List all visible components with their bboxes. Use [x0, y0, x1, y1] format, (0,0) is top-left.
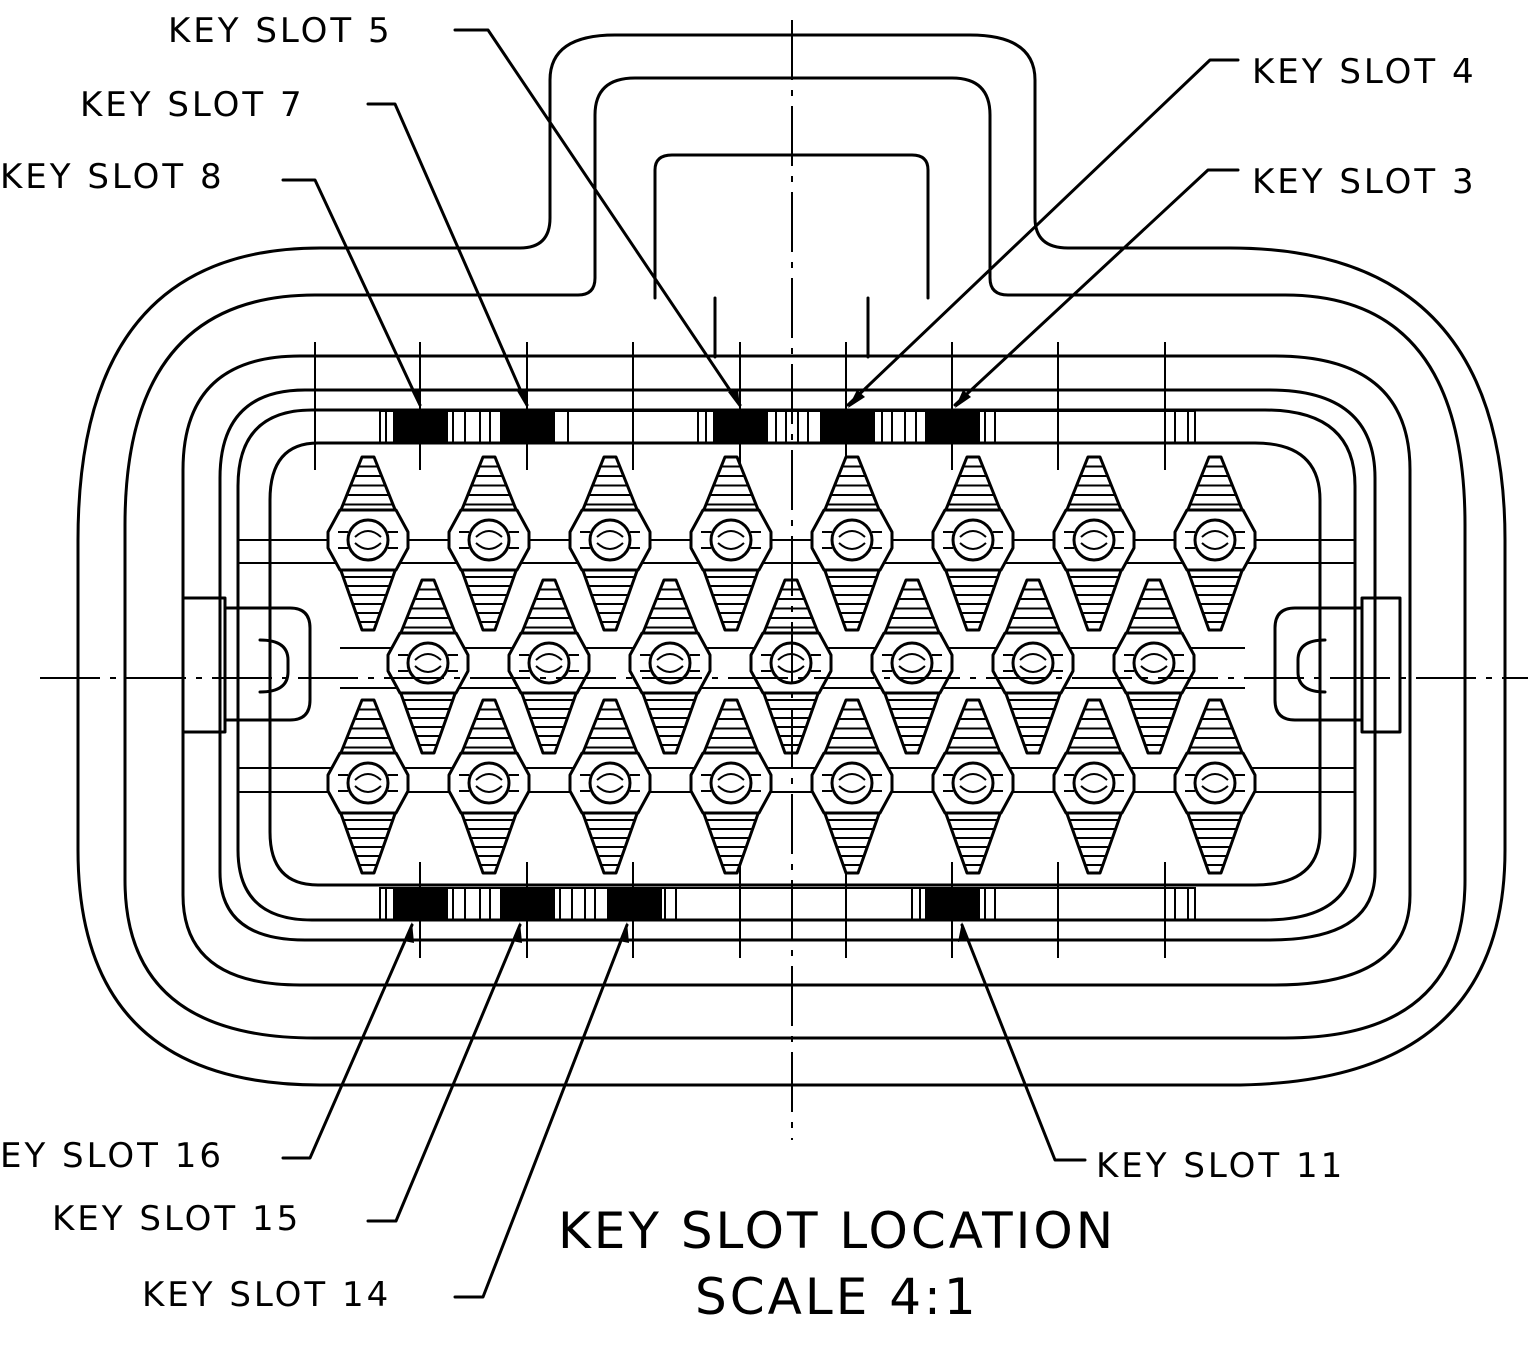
terminal-cavity	[1112, 578, 1196, 755]
cavity-ring-2	[218, 388, 1377, 942]
leader-arrowheads	[404, 388, 971, 943]
leader-key-slot-14	[453, 923, 629, 1299]
label-key-slot-8: KEY SLOT 8	[0, 157, 225, 197]
key-slot-14-mark	[607, 888, 662, 920]
center-lines	[40, 20, 1528, 1140]
terminal-cavity	[507, 578, 591, 755]
diagram-scale: SCALE 4:1	[695, 1268, 979, 1326]
terminal-cavity	[870, 578, 954, 755]
terminal-cavity	[447, 455, 531, 632]
leader-key-slot-4	[846, 58, 1240, 407]
leader-key-slot-15	[366, 923, 522, 1223]
label-key-slot-14: KEY SLOT 14	[142, 1275, 391, 1315]
key-slot-strips	[314, 342, 1196, 958]
terminal-cavity	[568, 698, 652, 875]
label-key-slot-16: EY SLOT 16	[0, 1136, 224, 1176]
leader-key-slot-7	[366, 102, 529, 407]
label-key-slot-3: KEY SLOT 3	[1252, 162, 1477, 202]
terminal-cavity	[1052, 698, 1136, 875]
terminal-cavity	[810, 455, 894, 632]
terminal-cavity	[689, 698, 773, 875]
label-key-slot-4: KEY SLOT 4	[1252, 52, 1477, 92]
terminal-cavity	[628, 578, 712, 755]
left-side-latch	[181, 596, 312, 734]
right-side-latch	[1273, 596, 1402, 734]
terminal-cavity	[447, 698, 531, 875]
terminal-cavity	[689, 455, 773, 632]
terminal-cavity	[931, 455, 1015, 632]
terminal-cavity	[1173, 455, 1257, 632]
terminal-cavity	[810, 698, 894, 875]
label-key-slot-5: KEY SLOT 5	[168, 11, 393, 51]
cavity-ring-4	[268, 441, 1322, 887]
terminal-cavity	[386, 578, 470, 755]
key-slot-4-mark	[820, 411, 875, 443]
label-key-slot-15: KEY SLOT 15	[52, 1199, 301, 1239]
leader-key-slot-11	[960, 923, 1087, 1162]
label-key-slot-7: KEY SLOT 7	[80, 85, 305, 125]
leader-key-slot-5	[453, 28, 742, 407]
terminal-cavity	[931, 698, 1015, 875]
connector-housing	[76, 33, 1507, 1087]
leader-key-slot-3	[953, 168, 1240, 407]
housing-inner-outline	[123, 76, 1467, 1040]
leader-lines	[281, 28, 1240, 1299]
cavity-ring-3	[236, 408, 1357, 922]
leader-key-slot-16	[281, 923, 414, 1160]
housing-outer-outline	[76, 33, 1507, 1087]
terminal-cavity	[1052, 455, 1136, 632]
terminal-cavity	[326, 698, 410, 875]
terminal-cavity	[1173, 698, 1257, 875]
terminal-cavity	[991, 578, 1075, 755]
terminal-cavity	[326, 455, 410, 632]
diagram-title: KEY SLOT LOCATION	[558, 1202, 1116, 1260]
label-key-slot-11: KEY SLOT 11	[1096, 1146, 1345, 1186]
leader-key-slot-8	[281, 178, 422, 407]
cavity-ring-1	[181, 354, 1412, 987]
terminal-cavity	[568, 455, 652, 632]
